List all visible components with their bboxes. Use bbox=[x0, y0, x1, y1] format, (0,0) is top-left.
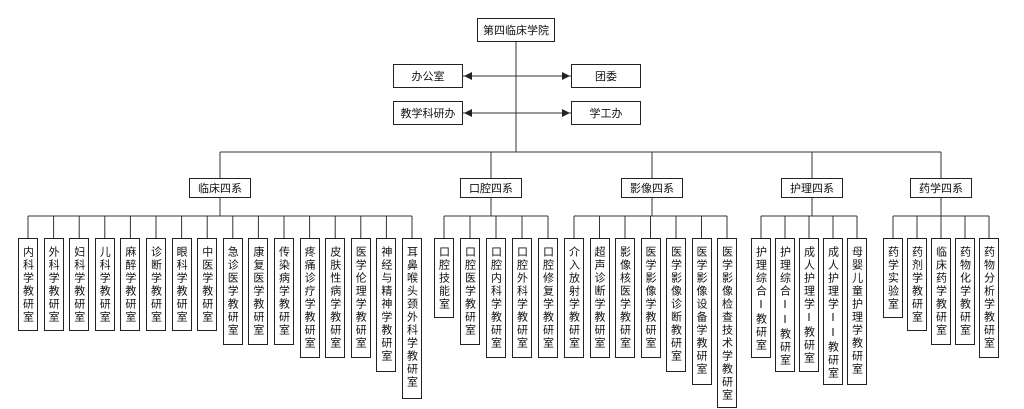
unit-label: 医学影像检查技术学教研室 bbox=[720, 246, 734, 402]
unit-label: 药剂学教研室 bbox=[910, 246, 924, 324]
arrow-head bbox=[464, 109, 472, 117]
unit-label: 耳鼻喉头颈外科学教研室 bbox=[405, 246, 419, 389]
unit-node: 临床药学教研室 bbox=[931, 238, 951, 345]
unit-label: 急诊医学教研室 bbox=[226, 246, 240, 337]
unit-node: 医学影像设备学教研室 bbox=[691, 238, 712, 385]
unit-label: 成人护理学II教研室 bbox=[826, 246, 840, 380]
department-node: 临床四系 bbox=[189, 178, 251, 198]
unit-node: 成人护理学I教研室 bbox=[799, 238, 819, 372]
unit-node: 药物分析学教研室 bbox=[979, 238, 999, 358]
unit-label: 中医学教研室 bbox=[200, 246, 214, 324]
unit-node: 医学影像诊断教研室 bbox=[666, 238, 686, 372]
unit-node: 口腔内科学教研室 bbox=[486, 238, 506, 358]
unit-label: 医学影像设备学教研室 bbox=[695, 246, 708, 376]
unit-label: 母婴儿童护理学教研室 bbox=[850, 246, 864, 376]
unit-label: 口腔技能室 bbox=[437, 246, 451, 311]
unit-label: 药学实验室 bbox=[886, 246, 900, 311]
unit-node: 传染病学教研室 bbox=[274, 238, 294, 345]
unit-label: 康复医学教研室 bbox=[251, 246, 265, 337]
unit-label: 妇科学教研室 bbox=[72, 246, 86, 324]
unit-node: 麻醉学教研室 bbox=[120, 238, 141, 331]
unit-node: 药剂学教研室 bbox=[907, 238, 927, 331]
unit-node: 口腔医学教研室 bbox=[460, 238, 480, 345]
unit-label: 口腔修复学教研室 bbox=[541, 246, 555, 350]
unit-node: 皮肤性病学教研室 bbox=[325, 238, 346, 358]
department-node: 影像四系 bbox=[621, 178, 683, 198]
unit-label: 药物化学教研室 bbox=[958, 246, 972, 337]
unit-node: 医学影像学教研室 bbox=[640, 238, 661, 358]
side-node-youth-league: 团委 bbox=[571, 64, 641, 88]
arrow-head bbox=[562, 109, 570, 117]
unit-label: 护理综合I教研室 bbox=[754, 246, 768, 352]
unit-label: 医学伦理学教研室 bbox=[354, 246, 368, 350]
unit-label: 内科学教研室 bbox=[21, 246, 35, 324]
department-node: 护理四系 bbox=[781, 178, 843, 198]
unit-label: 麻醉学教研室 bbox=[123, 246, 137, 324]
unit-node: 眼科学教研室 bbox=[171, 238, 192, 331]
unit-label: 眼科学教研室 bbox=[175, 246, 189, 324]
unit-node: 超声诊断学教研室 bbox=[589, 238, 610, 358]
unit-node: 药物化学教研室 bbox=[955, 238, 975, 345]
unit-node: 影像核医学教研室 bbox=[615, 238, 635, 358]
unit-node: 康复医学教研室 bbox=[248, 238, 269, 345]
unit-node: 介入放射学教研室 bbox=[564, 238, 584, 358]
unit-node: 医学影像检查技术学教研室 bbox=[717, 238, 737, 408]
side-node-teaching-research-office: 教学科研办 bbox=[393, 101, 463, 125]
unit-label: 外科学教研室 bbox=[47, 246, 61, 324]
arrow-head bbox=[562, 72, 570, 80]
unit-node: 成人护理学II教研室 bbox=[823, 238, 843, 385]
unit-label: 影像核医学教研室 bbox=[618, 246, 632, 350]
arrow-head bbox=[464, 72, 472, 80]
unit-node: 诊断学教研室 bbox=[146, 238, 166, 331]
unit-node: 护理综合I教研室 bbox=[751, 238, 771, 358]
unit-label: 口腔外科学教研室 bbox=[515, 246, 529, 350]
unit-label: 皮肤性病学教研室 bbox=[328, 246, 342, 350]
unit-label: 诊断学教研室 bbox=[149, 246, 163, 324]
unit-node: 儿科学教研室 bbox=[94, 238, 115, 331]
unit-label: 临床药学教研室 bbox=[934, 246, 948, 337]
unit-label: 传染病学教研室 bbox=[277, 246, 291, 337]
unit-label: 介入放射学教研室 bbox=[567, 246, 581, 350]
side-node-office: 办公室 bbox=[393, 64, 463, 88]
unit-label: 成人护理学I教研室 bbox=[802, 246, 816, 365]
unit-label: 医学影像诊断教研室 bbox=[669, 246, 683, 363]
unit-label: 医学影像学教研室 bbox=[644, 246, 657, 350]
unit-node: 内科学教研室 bbox=[18, 238, 38, 331]
department-node: 药学四系 bbox=[910, 178, 972, 198]
side-node-student-affairs-office: 学工办 bbox=[571, 101, 641, 125]
unit-node: 神经与精神学教研室 bbox=[376, 238, 397, 372]
unit-node: 中医学教研室 bbox=[197, 238, 218, 331]
unit-node: 医学伦理学教研室 bbox=[350, 238, 371, 358]
unit-label: 口腔医学教研室 bbox=[463, 246, 477, 337]
unit-label: 口腔内科学教研室 bbox=[489, 246, 503, 350]
unit-node: 口腔修复学教研室 bbox=[538, 238, 558, 358]
unit-node: 急诊医学教研室 bbox=[222, 238, 243, 345]
unit-node: 疼痛诊疗学教研室 bbox=[299, 238, 320, 358]
unit-node: 母婴儿童护理学教研室 bbox=[847, 238, 867, 385]
unit-node: 护理综合II教研室 bbox=[775, 238, 795, 372]
unit-label: 疼痛诊疗学教研室 bbox=[303, 246, 317, 350]
unit-label: 超声诊断学教研室 bbox=[593, 246, 606, 350]
unit-label: 护理综合II教研室 bbox=[778, 246, 792, 367]
unit-node: 口腔外科学教研室 bbox=[512, 238, 532, 358]
unit-node: 药学实验室 bbox=[883, 238, 903, 318]
unit-node: 口腔技能室 bbox=[434, 238, 454, 318]
unit-label: 神经与精神学教研室 bbox=[379, 246, 393, 363]
unit-node: 妇科学教研室 bbox=[69, 238, 90, 331]
unit-node: 耳鼻喉头颈外科学教研室 bbox=[402, 238, 422, 399]
root-node: 第四临床学院 bbox=[477, 18, 555, 42]
unit-label: 药物分析学教研室 bbox=[982, 246, 996, 350]
department-node: 口腔四系 bbox=[460, 178, 522, 198]
unit-node: 外科学教研室 bbox=[43, 238, 64, 331]
unit-label: 儿科学教研室 bbox=[98, 246, 112, 324]
